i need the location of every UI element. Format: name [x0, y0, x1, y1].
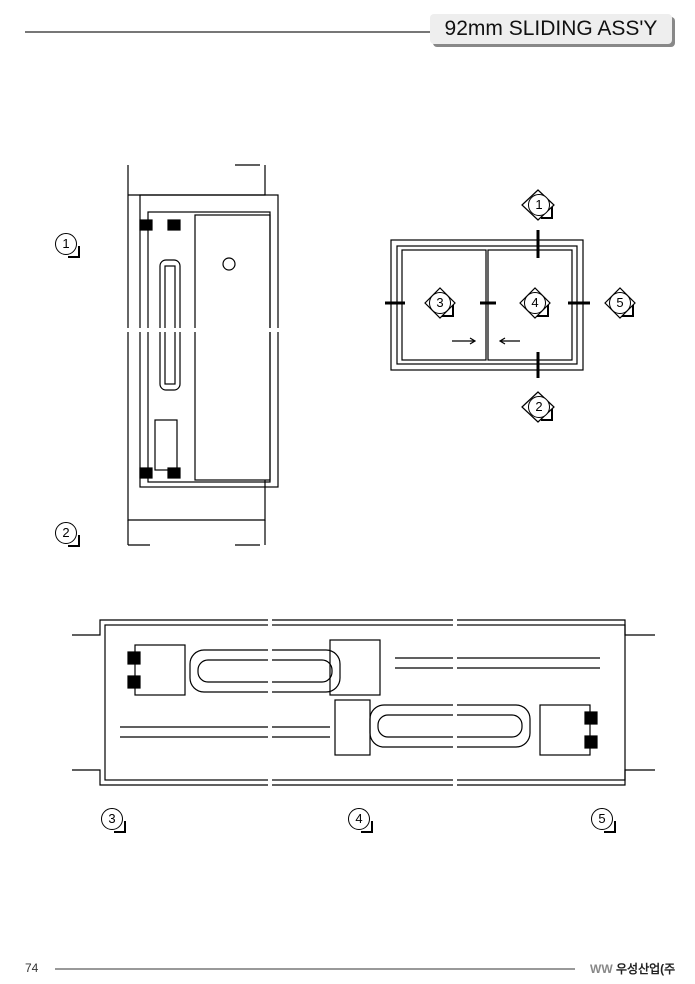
- elevation-drawing: [385, 189, 636, 423]
- elevation-marker-4: 4: [524, 292, 549, 317]
- section-marker-2: 2: [55, 522, 80, 547]
- company-logo: WW 우성산업(주: [590, 960, 675, 977]
- elevation-marker-1: 1: [528, 194, 553, 219]
- horizontal-section-drawing: [72, 610, 655, 790]
- footer-rule: [55, 968, 575, 970]
- header-rule: [25, 31, 435, 33]
- section-marker-3: 3: [101, 808, 126, 833]
- page-title: 92mm SLIDING ASS'Y: [430, 14, 672, 44]
- section-marker-5: 5: [591, 808, 616, 833]
- logo-text: 우성산업(주: [616, 962, 676, 976]
- section-marker-4: 4: [348, 808, 373, 833]
- page-number: 74: [25, 961, 39, 975]
- elevation-marker-5: 5: [609, 292, 634, 317]
- vertical-section-drawing: [120, 164, 285, 546]
- logo-mark-icon: WW: [590, 962, 613, 976]
- section-marker-1: 1: [55, 233, 80, 258]
- elevation-marker-3: 3: [429, 292, 454, 317]
- elevation-marker-2: 2: [528, 396, 553, 421]
